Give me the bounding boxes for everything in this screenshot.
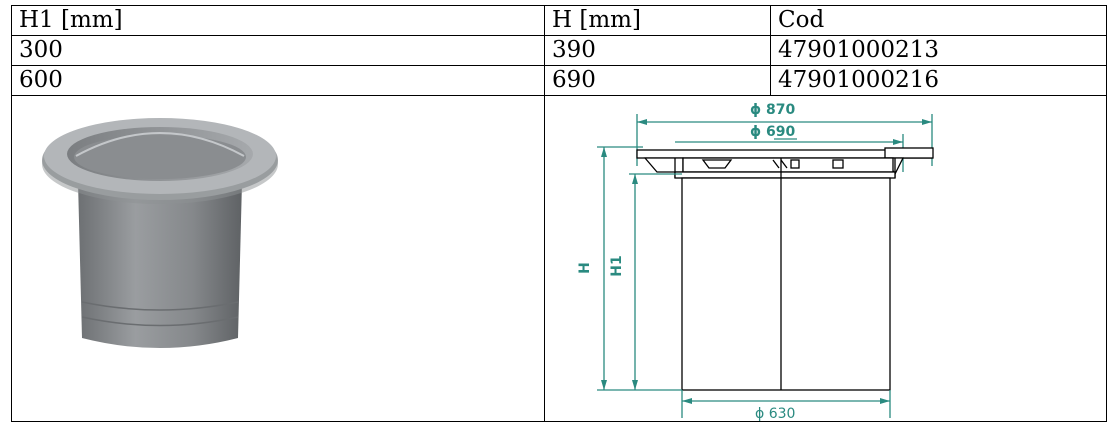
cell-cod: 47901000213 — [770, 35, 1107, 66]
dim-h-label: H — [577, 262, 593, 274]
cell-h1: 300 — [11, 35, 545, 66]
cell-h: 390 — [544, 35, 771, 66]
dim-870-label: ϕ 870 — [750, 102, 796, 118]
cell-cod: 47901000216 — [770, 65, 1107, 96]
spec-table: H1 [mm] H [mm] Cod 300 390 47901000213 6… — [11, 5, 1107, 422]
table-row: 300 390 47901000213 — [11, 35, 1107, 66]
header-h: H [mm] — [544, 5, 771, 36]
technical-drawing: ϕ 870 ϕ 690 — [577, 102, 934, 421]
dim-630-label: ϕ 630 — [755, 406, 795, 421]
table-row: 600 690 47901000216 — [11, 65, 1107, 96]
header-cod: Cod — [770, 5, 1107, 36]
technical-drawing-cell: ϕ 870 ϕ 690 — [544, 95, 1107, 422]
image-row: ϕ 870 ϕ 690 — [11, 95, 1107, 422]
product-photo-cell — [11, 95, 545, 422]
header-h1: H1 [mm] — [11, 5, 545, 36]
product-photo — [42, 118, 278, 348]
dim-h1-label: H1 — [609, 255, 625, 276]
dim-690-label: ϕ 690 — [750, 124, 796, 140]
cell-h1: 600 — [11, 65, 545, 96]
table-header-row: H1 [mm] H [mm] Cod — [11, 5, 1107, 36]
cell-h: 690 — [544, 65, 771, 96]
